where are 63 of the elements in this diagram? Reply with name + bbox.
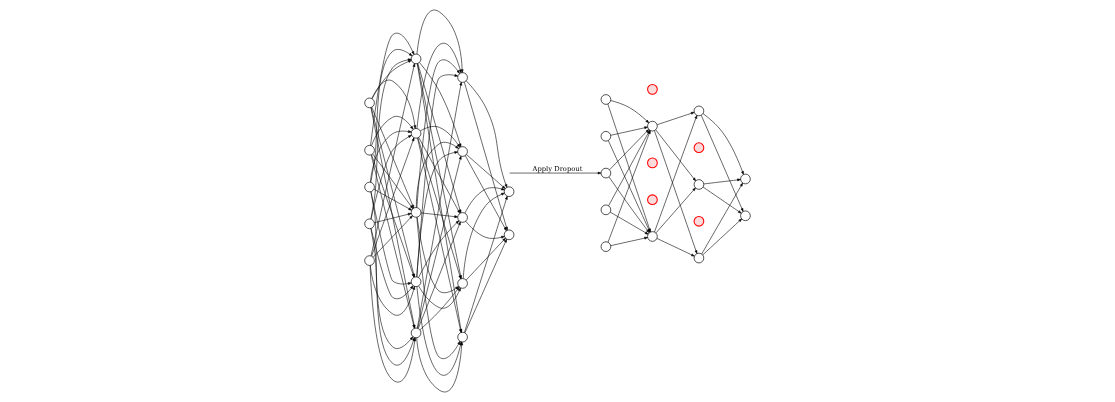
arrow <box>702 218 742 256</box>
arrow <box>371 116 414 146</box>
node-circle <box>364 181 375 193</box>
arrow <box>654 130 698 254</box>
arrow <box>702 113 744 175</box>
arrow <box>373 189 412 211</box>
arrow <box>419 62 462 148</box>
arrow <box>372 215 413 258</box>
arrow <box>370 49 413 183</box>
node-circle <box>600 241 612 252</box>
arrow <box>416 151 458 278</box>
arrow <box>656 238 695 257</box>
arrow <box>464 81 508 231</box>
arrow <box>370 58 412 220</box>
arrow <box>420 126 461 148</box>
node-circle <box>600 131 612 142</box>
node-circle <box>410 276 422 287</box>
arrow <box>464 155 507 231</box>
node-circle <box>600 167 612 179</box>
arrow <box>701 182 743 255</box>
node-circle <box>364 145 375 156</box>
arrow <box>702 186 742 214</box>
arrow <box>370 32 415 146</box>
arrow <box>418 137 461 214</box>
arrow <box>416 42 462 129</box>
arrow <box>371 60 412 99</box>
arrow <box>654 115 698 233</box>
arrow <box>464 238 507 334</box>
arrow <box>465 221 505 239</box>
node-circle <box>364 97 375 109</box>
arrow <box>416 9 464 73</box>
arrow <box>370 135 412 220</box>
arrow <box>509 171 602 175</box>
arrow <box>419 286 460 331</box>
arrow <box>370 191 412 285</box>
node-cross <box>647 83 658 95</box>
arrow <box>656 112 695 125</box>
node-circle <box>364 218 375 229</box>
arrow <box>371 79 417 129</box>
arrow <box>610 100 650 124</box>
arrow <box>374 212 412 223</box>
node-circle <box>600 94 612 105</box>
node-circle <box>364 255 375 266</box>
arrow <box>655 187 696 234</box>
arrow <box>703 178 741 185</box>
arrow <box>465 237 506 281</box>
arrow <box>464 187 505 214</box>
node-cross <box>647 194 658 206</box>
arrow <box>465 80 508 188</box>
arrow <box>700 115 744 212</box>
arrow <box>462 192 505 279</box>
node-cross <box>647 157 658 169</box>
node-circle <box>600 204 612 216</box>
arrow <box>370 130 412 183</box>
arrow <box>466 154 506 189</box>
arrow <box>418 285 461 309</box>
arrow <box>655 129 696 182</box>
arrow <box>610 236 648 246</box>
arrow <box>464 196 508 333</box>
node-cross <box>693 142 705 154</box>
node-cross <box>693 215 705 227</box>
arrow <box>416 216 459 294</box>
arrow <box>416 141 459 208</box>
